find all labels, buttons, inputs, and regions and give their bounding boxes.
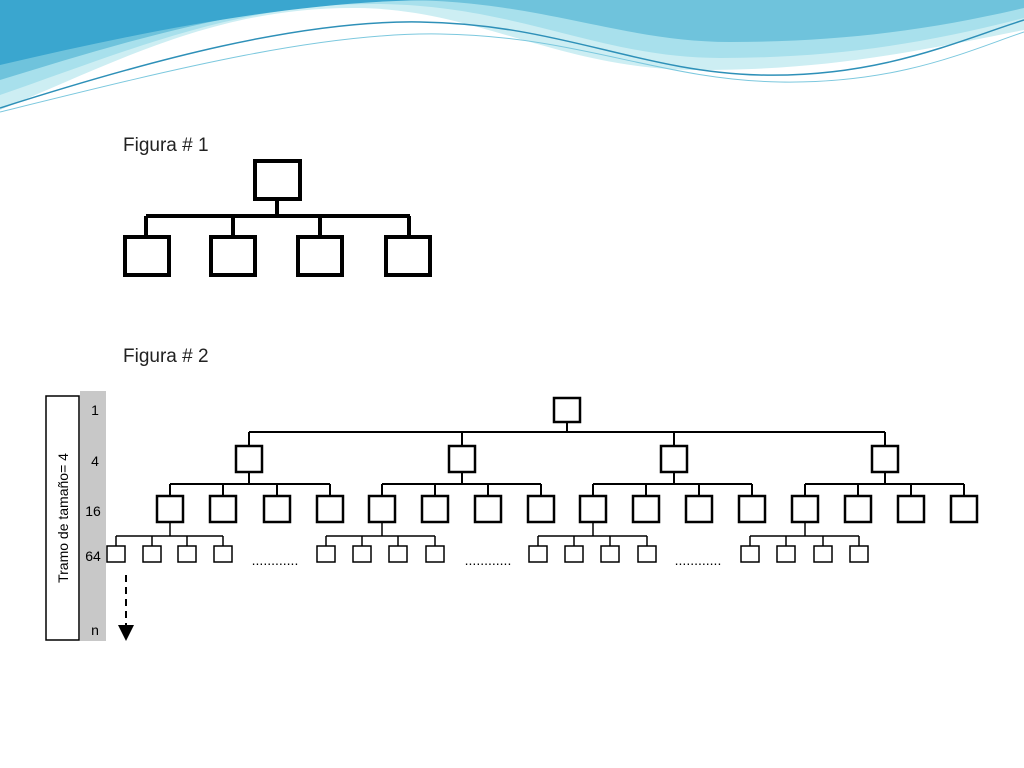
ellipsis: ............ xyxy=(675,552,722,568)
level-label: 4 xyxy=(91,453,99,469)
level-3-node xyxy=(843,494,873,524)
level-4-node xyxy=(740,545,760,563)
level-4-node xyxy=(776,545,796,563)
level-label: 64 xyxy=(85,548,101,564)
level-2-node xyxy=(659,444,689,474)
fig1-top-box xyxy=(253,159,302,201)
level-3-node xyxy=(949,494,979,524)
level-label: 1 xyxy=(91,402,99,418)
level-4-node xyxy=(425,545,445,563)
fig1-child-box xyxy=(209,235,257,277)
level-4-node xyxy=(849,545,869,563)
figure-1-title: Figura # 1 xyxy=(123,135,209,156)
figure-2-org-chart: Tramo de tamaño= 4 1 4 16 64 n .........… xyxy=(45,391,979,641)
level-2-node xyxy=(234,444,264,474)
content-panel xyxy=(30,113,994,661)
fig1-child-box xyxy=(384,235,432,277)
figure-2-title: Figura # 2 xyxy=(123,346,209,367)
level-2-node xyxy=(447,444,477,474)
level-3-node xyxy=(155,494,185,524)
level-3-node xyxy=(367,494,397,524)
level-4-node xyxy=(388,545,408,563)
level-3-node xyxy=(526,494,556,524)
level-3-node xyxy=(208,494,238,524)
level-4-node xyxy=(106,545,126,563)
level-3-node xyxy=(896,494,926,524)
level-4-node xyxy=(316,545,336,563)
level-3-node xyxy=(737,494,767,524)
level-4-node xyxy=(600,545,620,563)
level-label: n xyxy=(91,622,99,638)
level-4-node xyxy=(528,545,548,563)
level-4-node xyxy=(213,545,233,563)
figure-1-org-chart xyxy=(123,159,432,277)
level-4-node xyxy=(564,545,584,563)
level-4-node xyxy=(813,545,833,563)
fig1-child-box xyxy=(123,235,171,277)
level-3-node xyxy=(790,494,820,524)
root-node xyxy=(552,396,582,424)
level-3-node xyxy=(631,494,661,524)
level-3-node xyxy=(420,494,450,524)
level-4-node xyxy=(142,545,162,563)
level-3-node xyxy=(473,494,503,524)
level-3-node xyxy=(684,494,714,524)
header-wave-decoration xyxy=(0,0,1024,113)
level-band xyxy=(80,391,106,641)
continuation-arrow xyxy=(118,575,134,641)
level-3-node xyxy=(315,494,345,524)
level-label: 16 xyxy=(85,503,101,519)
level-3-node xyxy=(262,494,292,524)
level-4-node xyxy=(352,545,372,563)
level-3-node xyxy=(578,494,608,524)
level-4-node xyxy=(177,545,197,563)
fig1-child-box xyxy=(296,235,344,277)
ellipsis: ............ xyxy=(465,552,512,568)
side-label: Tramo de tamaño= 4 xyxy=(55,453,71,583)
level-4-node xyxy=(637,545,657,563)
ellipsis: ............ xyxy=(252,552,299,568)
side-label-box xyxy=(45,395,80,641)
level-2-node xyxy=(870,444,900,474)
